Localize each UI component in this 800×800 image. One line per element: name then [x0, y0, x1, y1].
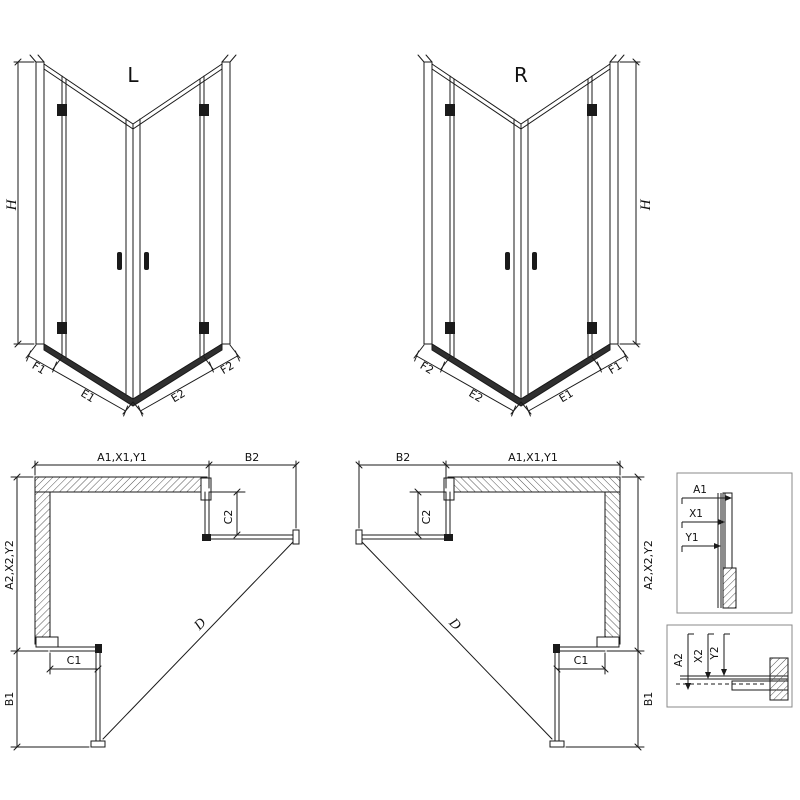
dim-b2-label: B2 [245, 451, 260, 464]
dim-x2-label: X2 [693, 649, 705, 663]
profile-section-drawing [676, 633, 789, 701]
dim-f1-label: F1 [606, 359, 624, 377]
dim-c2-label: C2 [420, 510, 433, 525]
dim-f2-label: F2 [418, 359, 436, 377]
dim-x1-label: X1 [689, 508, 703, 520]
plan-view-right: B2 A1,X1,Y1 C2 A2,X2,Y2 B1 C1 D [355, 451, 655, 751]
dim-b1-label: B1 [3, 692, 16, 707]
arrow-icon [705, 672, 711, 679]
dim-a2x2y2-label: A2,X2,Y2 [642, 540, 655, 590]
dim-a2-label: A2 [673, 653, 685, 667]
dim-e1-label: E1 [78, 387, 97, 405]
height-dim-label: H [638, 198, 654, 211]
dim-a1x1y1-label: A1,X1,Y1 [97, 451, 147, 464]
dim-e2-label: E2 [466, 387, 485, 405]
3d-left-labels: L H F1 E1 E2 F2 [4, 63, 236, 405]
dim-y2-label: Y2 [709, 646, 721, 660]
dim-a2x2y2-label: A2,X2,Y2 [3, 540, 16, 590]
detail-top-labels: A1 X1 Y1 [684, 484, 706, 544]
plan-drawing [10, 460, 300, 751]
dim-c2-label: C2 [222, 510, 235, 525]
plan-right-labels: B2 A1,X1,Y1 C2 A2,X2,Y2 B1 C1 D [396, 451, 655, 706]
detail-box-top-profile: A1 X1 Y1 [676, 472, 793, 614]
3d-drawing [13, 54, 241, 417]
3d-drawing-mirrored [413, 54, 641, 417]
dim-c1-label: C1 [67, 654, 82, 667]
3d-view-left: L H F1 E1 E2 F2 [4, 54, 241, 417]
arrow-icon [714, 543, 721, 549]
plan-view-left: A1,X1,Y1 B2 C2 A2,X2,Y2 B1 C1 D [3, 451, 300, 751]
detail-bottom-labels: A2 X2 Y2 [673, 646, 721, 666]
arrow-icon [721, 669, 727, 676]
dim-e2-label: E2 [169, 387, 188, 405]
dim-a1x1y1-label: A1,X1,Y1 [508, 451, 558, 464]
plan-drawing-mirrored [355, 460, 645, 751]
dim-c1-label: C1 [574, 654, 589, 667]
dim-b1-label: B1 [642, 692, 655, 707]
dim-y1-label: Y1 [684, 532, 698, 544]
dim-f1-label: F1 [30, 359, 48, 377]
arrow-icon [725, 495, 732, 501]
3d-view-right: R H F2 E2 E1 F1 [413, 54, 654, 417]
3d-right-labels: R H F2 E2 E1 F1 [418, 63, 654, 405]
arrow-icon [718, 519, 725, 525]
variant-label-r: R [514, 63, 528, 87]
plan-left-labels: A1,X1,Y1 B2 C2 A2,X2,Y2 B1 C1 D [3, 451, 259, 706]
height-dim-label: H [4, 198, 20, 211]
dim-e1-label: E1 [557, 387, 576, 405]
dim-f2-label: F2 [218, 359, 236, 377]
variant-label-l: L [127, 63, 139, 87]
arrow-icon [685, 683, 691, 690]
detail-box-side-profile: A2 X2 Y2 [666, 624, 793, 708]
dim-b2-label: B2 [396, 451, 411, 464]
profile-section-drawing [681, 492, 737, 609]
dim-a1-label: A1 [693, 484, 707, 496]
